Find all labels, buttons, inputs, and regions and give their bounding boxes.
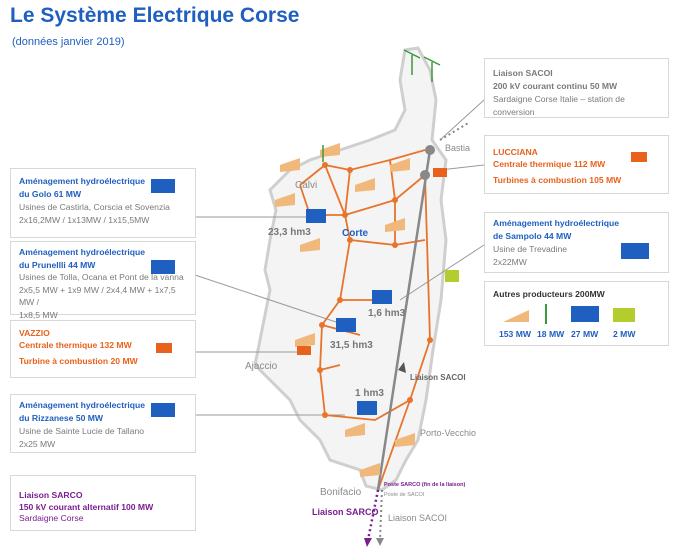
sacoi-spec: 200 kV courant continu 50 MW — [493, 81, 618, 91]
prunelli-info-box: Aménagement hydroélectrique du Prunellli… — [10, 241, 196, 320]
sarco-label: Liaison SARCO — [312, 507, 379, 517]
lucciana-info-box: LUCCIANA Centrale thermique 112 MW Turbi… — [484, 135, 669, 194]
sarco-route: Sardaigne Corse — [19, 513, 84, 523]
lucciana-thermal: Centrale thermique 112 MW — [493, 159, 606, 169]
wind-value: 18 MW — [537, 329, 565, 339]
sarco-link — [366, 489, 380, 541]
sampolo-units: 2x22MW — [493, 257, 527, 267]
reservoir-golo: 23,3 hm3 — [268, 227, 311, 238]
other-producers-title: Autres producteurs 200MW — [493, 289, 605, 299]
factory-icons — [297, 168, 447, 355]
prunelli-units: 2x5,5 MW + 1x9 MW / 2x4,4 MW + 1x7,5 MW … — [19, 284, 176, 308]
lucciana-title: LUCCIANA — [493, 147, 538, 157]
city-bastia: Bastia — [445, 143, 471, 153]
sacoi-label: Liaison SACOI — [410, 373, 466, 382]
sarco-info-box: Liaison SARCO 150 kV courant alternatif … — [10, 475, 196, 531]
corsica-island — [253, 46, 448, 492]
reservoir-rizzanese: 1 hm3 — [355, 388, 384, 399]
sacoi-line — [376, 149, 432, 491]
solar-panel-icon — [503, 310, 529, 322]
sacoi-title: Liaison SACOI — [493, 68, 553, 78]
page-title: Le Système Electrique Corse — [10, 4, 300, 27]
golo-plants: Usines de Castirla, Corscia et Sovenzia — [19, 202, 170, 212]
sampolo-title: Aménagement hydroélectrique — [493, 218, 620, 228]
prunelli-plants: Usines de Tolla, Ocana et Pont de la van… — [19, 272, 184, 282]
golo-units: 2x16,2MW / 1x13MW / 1x15,5MW — [19, 215, 150, 225]
dam-icon — [151, 179, 175, 193]
sampolo-plant: Usine de Trevadine — [493, 244, 568, 254]
hydro-value: 27 MW — [571, 329, 599, 339]
grid-nodes — [317, 162, 433, 418]
vazzio-info-box: VAZZIO Centrale thermique 132 MW Turbine… — [10, 320, 196, 378]
poste-sarco-label: Poste SARCO (fin de la liaison) — [384, 482, 466, 488]
rizzanese-plant: Usine de Sainte Lucie de Tallano — [19, 426, 145, 436]
golo-info-box: Aménagement hydroélectrique du Golo 61 M… — [10, 168, 196, 238]
subtitle: (données janvier 2019) — [12, 36, 125, 48]
sacoi-south-link — [379, 489, 383, 541]
prunelli-capacity: du Prunellli 44 MW — [19, 259, 96, 270]
sarco-spec: 150 kV courant alternatif 100 MW — [19, 501, 154, 512]
prunelli-units-2: 1x8,5 MW — [19, 309, 58, 320]
wind-turbine-icon — [545, 304, 547, 324]
city-porto-vecchio: Porto-Vecchio — [420, 428, 477, 438]
reservoir-sampolo: 1,6 hm3 — [368, 308, 406, 319]
rizzanese-capacity: du Rizzanese 50 MW — [19, 413, 104, 423]
rizzanese-info-box: Aménagement hydroélectrique du Rizzanese… — [10, 394, 196, 453]
sacoi-label-south: Liaison SACOI — [388, 513, 448, 523]
dam-icon — [621, 243, 649, 259]
factory-icon — [156, 343, 172, 353]
city-calvi: Calvi — [295, 180, 318, 191]
rizzanese-units: 2x25 MW — [19, 439, 56, 449]
lucciana-turbines: Turbines à combustion 105 MW — [493, 175, 622, 185]
dam-icon — [151, 260, 175, 274]
wind-turbine-icons — [322, 49, 441, 162]
vazzio-thermal: Centrale thermique 132 MW — [19, 340, 132, 350]
sacoi-route: Sardaigne Corse Italie – station de conv… — [493, 94, 625, 117]
city-bonifacio: Bonifacio — [320, 487, 362, 498]
dam-icon — [571, 306, 599, 322]
poste-sacoi-label: Poste de SACOI — [384, 492, 425, 498]
leader-lines — [194, 99, 485, 416]
sampolo-info-box: Aménagement hydroélectrique de Sampolo 4… — [484, 212, 669, 273]
dam-icon — [151, 403, 175, 417]
biomass-value: 2 MW — [613, 329, 636, 339]
dam-icons — [306, 209, 392, 415]
prunelli-title: Aménagement hydroélectrique — [19, 247, 146, 257]
sacoi-info-box: Liaison SACOI 200 kV courant continu 50 … — [484, 58, 669, 118]
factory-icon — [631, 152, 647, 162]
rizzanese-title: Aménagement hydroélectrique — [19, 400, 146, 410]
other-producers-box: Autres producteurs 200MW 153 MW 18 MW 27… — [484, 281, 669, 346]
vazzio-title: VAZZIO — [19, 328, 50, 338]
sacoi-north-link — [439, 121, 471, 141]
biomass-icon — [613, 308, 635, 322]
vazzio-turbine: Turbine à combustion 20 MW — [19, 356, 138, 366]
solar-value: 153 MW — [499, 329, 531, 339]
golo-capacity: du Golo 61 MW — [19, 189, 82, 199]
reservoir-prunelli: 31,5 hm3 — [330, 340, 373, 351]
biomass-icon — [445, 270, 459, 282]
city-ajaccio: Ajaccio — [245, 361, 278, 372]
sampolo-capacity: de Sampolo 44 MW — [493, 231, 572, 241]
golo-title: Aménagement hydroélectrique — [19, 176, 146, 186]
solar-panel-icons — [275, 143, 415, 477]
city-corte: Corte — [342, 228, 369, 239]
sarco-title: Liaison SARCO — [19, 490, 83, 500]
